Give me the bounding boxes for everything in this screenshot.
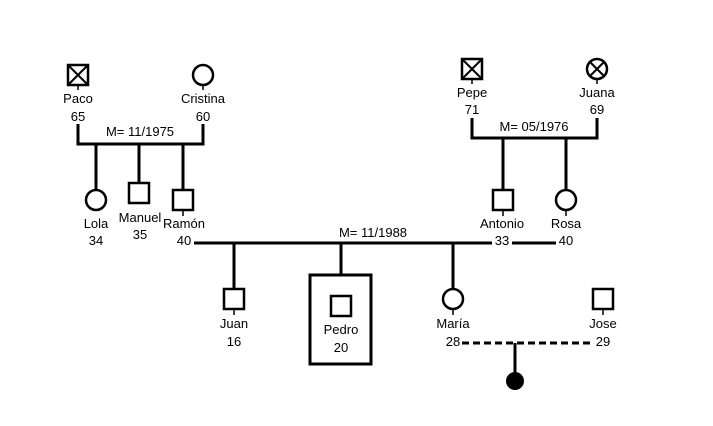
juan-node: Juan 16 [220,287,248,349]
rosa-node: Rosa 40 [551,188,582,248]
marriage-ramon-rosa: M= 11/1988 [194,225,556,289]
juana-node: Juana 69 [579,57,615,117]
person-name: María [436,316,470,331]
cristina-node: Cristina 60 [181,63,226,124]
male-symbol [127,181,151,205]
marriage-paco-cristina: M= 11/1975 [76,124,205,190]
lola-node: Lola 34 [84,188,109,248]
female-symbol [554,188,578,212]
person-age: 29 [596,334,610,349]
female-symbol [84,188,108,212]
deceased-cross [67,64,89,86]
person-age: 65 [71,109,85,124]
pregnancy-symbol [506,372,524,390]
person-name: Cristina [181,91,226,106]
person-age: 34 [89,233,103,248]
male-symbol [171,188,195,212]
person-age: 16 [227,334,241,349]
marriage-pepe-juana: M= 05/1976 [470,118,599,190]
paco-node: Paco 65 [63,63,93,124]
male-symbol [329,294,353,318]
person-name: Juan [220,316,248,331]
pedro-node: Pedro 20 [308,273,373,366]
person-age: 60 [196,109,210,124]
person-name: Pedro [324,322,359,337]
person-age: 71 [465,102,479,117]
deceased-cross [461,58,483,80]
ramon-node: Ramón 40 [163,188,205,248]
pepe-node: Pepe 71 [457,57,487,117]
person-name: Antonio [480,216,524,231]
person-name: Rosa [551,216,582,231]
male-symbol [591,287,615,311]
person-name: Paco [63,91,93,106]
male-symbol [222,287,246,311]
marriage-date: M= 11/1988 [339,225,407,240]
person-age: 69 [590,102,604,117]
person-name: Juana [579,85,615,100]
person-age: 28 [446,334,460,349]
index-person-frame [308,273,373,366]
union-maria-jose [462,341,592,390]
person-age: 20 [334,340,348,355]
female-symbol [191,63,215,87]
maria-node: María 28 [436,287,470,349]
person-age: 35 [133,227,147,242]
person-age: 40 [177,233,191,248]
marriage-date: M= 11/1975 [106,124,174,139]
person-age: 40 [559,233,573,248]
person-name: Ramón [163,216,205,231]
marriage-line [470,118,599,140]
manuel-node: Manuel 35 [119,181,162,242]
male-symbol [491,188,515,212]
antonio-node: Antonio 33 [480,188,524,248]
person-name: Jose [589,316,616,331]
person-name: Lola [84,216,109,231]
marriage-date: M= 05/1976 [499,119,568,134]
person-name: Pepe [457,85,487,100]
person-age: 33 [495,233,509,248]
jose-node: Jose 29 [589,287,617,349]
person-name: Manuel [119,210,162,225]
female-symbol [441,287,465,311]
deceased-cross [589,61,605,77]
